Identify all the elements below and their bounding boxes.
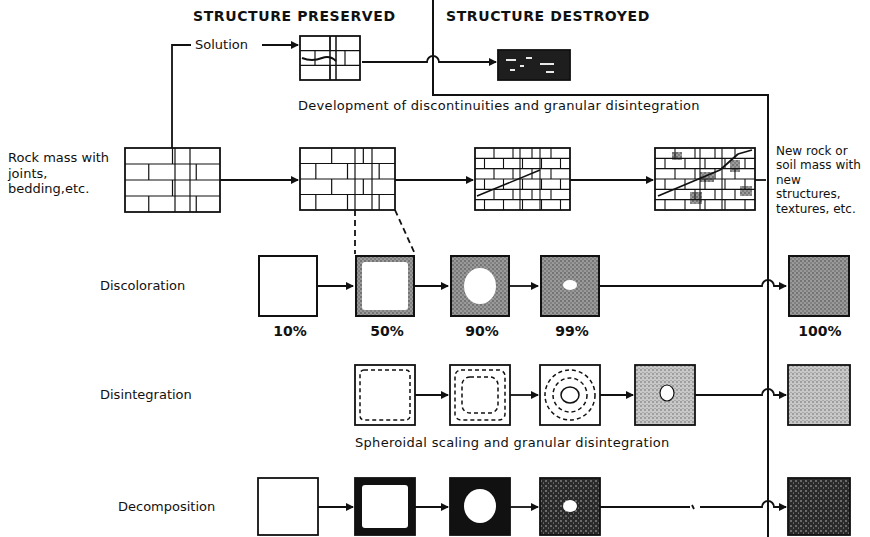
solution-blocks <box>300 36 570 80</box>
percent-label: 10% <box>250 323 330 339</box>
disintegration-blocks <box>355 365 850 425</box>
row-label: Decomposition <box>118 499 215 515</box>
percent-label: 100% <box>780 323 860 339</box>
rock-block: 99% <box>540 255 600 317</box>
discoloration-fills <box>355 255 850 317</box>
flow-arrow <box>415 285 448 287</box>
percent-label: 99% <box>532 323 612 339</box>
rock-block: 50% <box>355 255 415 317</box>
start-label: Rock mass with joints, bedding,etc. <box>8 150 118 197</box>
flow-arrows <box>172 45 786 509</box>
flow-arrow <box>600 280 786 286</box>
flow-arrow <box>318 285 353 287</box>
rock-mass-blocks <box>125 148 755 212</box>
rock-block: 100% <box>788 255 850 317</box>
percent-label: 50% <box>347 323 427 339</box>
process-label: Spheroidal scaling and granular disinteg… <box>355 435 670 451</box>
process-label: Development of discontinuities and granu… <box>298 98 700 114</box>
boundary-lines <box>433 0 768 537</box>
decomposition-blocks <box>258 478 850 535</box>
end-label: New rock or soil mass with new structure… <box>776 144 868 216</box>
column-heading: STRUCTURE DESTROYED <box>446 8 650 25</box>
process-label: Solution <box>195 37 248 53</box>
flow-arrow <box>510 285 538 287</box>
row-label: Disintegration <box>100 387 192 403</box>
rock-block: 10% <box>258 255 318 317</box>
rock-block: 90% <box>450 255 510 317</box>
percent-label: 90% <box>442 323 522 339</box>
row-label: Discoloration <box>100 278 185 294</box>
column-heading: STRUCTURE PRESERVED <box>193 8 396 25</box>
